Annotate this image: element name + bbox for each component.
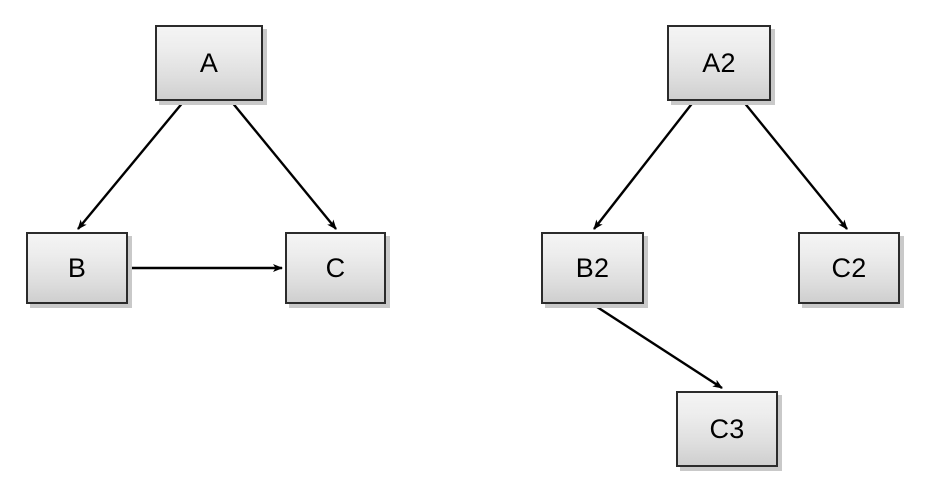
node-c[interactable]: C	[285, 232, 386, 304]
edge-a2-to-c2	[742, 100, 848, 230]
edges-group	[77, 100, 848, 390]
node-label-a: A	[199, 47, 219, 78]
node-label-c2: C2	[831, 252, 867, 283]
edge-b2-to-c3	[593, 303, 723, 390]
node-c2[interactable]: C2	[798, 232, 900, 304]
node-label-b2: B2	[575, 252, 610, 283]
node-label-a2: A2	[702, 47, 736, 78]
node-b[interactable]: B	[26, 232, 128, 304]
edge-a-to-b	[77, 100, 185, 230]
edge-a2-to-b2	[593, 100, 695, 230]
node-label-c3: C3	[709, 413, 745, 444]
node-a[interactable]: A	[155, 25, 263, 101]
node-b2[interactable]: B2	[541, 232, 644, 304]
node-c3[interactable]: C3	[676, 391, 778, 467]
node-label-c: C	[325, 252, 346, 283]
edge-a-to-c	[230, 100, 337, 230]
node-label-b: B	[67, 252, 87, 283]
node-a2[interactable]: A2	[667, 25, 771, 101]
